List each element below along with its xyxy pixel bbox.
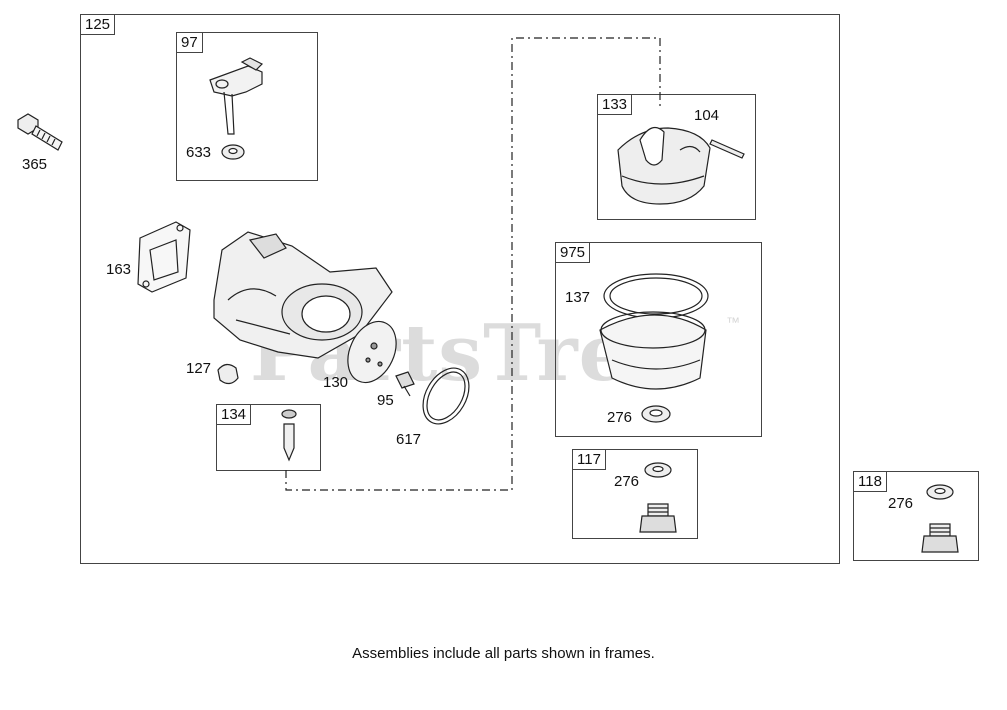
callout-163: 163	[106, 261, 132, 278]
diagram-caption: Assemblies include all parts shown in fr…	[352, 645, 655, 662]
frame-label-125: 125	[80, 14, 116, 35]
screw-95-icon	[395, 371, 415, 397]
callout-127: 127	[186, 360, 212, 377]
callout-276-bowl: 276	[607, 409, 633, 426]
frame-label-133: 133	[597, 94, 633, 115]
callout-276-118: 276	[888, 495, 914, 512]
frame-assembly-975: 975	[555, 242, 762, 437]
washer-276-117-icon	[644, 462, 672, 478]
washer-633-icon	[221, 144, 245, 160]
callout-633: 633	[186, 144, 212, 161]
callout-137: 137	[565, 289, 591, 306]
frame-label-118: 118	[853, 471, 887, 492]
fuel-bowl-icon	[599, 311, 707, 390]
callout-130: 130	[323, 374, 349, 391]
bolt-365-icon	[17, 113, 63, 151]
o-ring-617-icon	[422, 367, 470, 425]
frame-label-134: 134	[216, 404, 252, 425]
callout-104: 104	[694, 107, 720, 124]
bowl-nut-117-icon	[639, 503, 677, 533]
frame-label-975: 975	[555, 242, 591, 263]
washer-276-118-icon	[926, 484, 954, 500]
trademark-symbol: ™	[726, 314, 740, 330]
assembly-guide-line	[285, 37, 661, 491]
carburetor-body-icon	[213, 231, 393, 359]
pin-104-icon	[709, 139, 745, 159]
frame-assembly-117: 117	[572, 449, 698, 539]
callout-95: 95	[377, 392, 394, 409]
float-133-icon	[617, 126, 711, 205]
frame-assembly-118: 118	[853, 471, 979, 561]
washer-276-icon	[641, 405, 671, 423]
callout-276-117: 276	[614, 473, 640, 490]
bowl-gasket-137-icon	[603, 273, 709, 319]
frame-assembly-125: 125	[80, 14, 840, 564]
frame-assembly-134: 134	[216, 404, 321, 471]
bowl-nut-118-icon	[921, 523, 959, 553]
choke-lever-97-icon	[209, 57, 264, 135]
plug-127-icon	[217, 363, 239, 385]
frame-assembly-133: 133	[597, 94, 756, 220]
diaphragm-130-icon	[347, 320, 397, 384]
callout-365: 365	[22, 156, 48, 173]
gasket-163-icon	[137, 221, 191, 293]
frame-label-97: 97	[176, 32, 203, 53]
frame-assembly-97: 97	[176, 32, 318, 181]
needle-valve-134-icon	[281, 409, 297, 462]
frame-label-117: 117	[572, 449, 606, 470]
callout-617: 617	[396, 431, 422, 448]
